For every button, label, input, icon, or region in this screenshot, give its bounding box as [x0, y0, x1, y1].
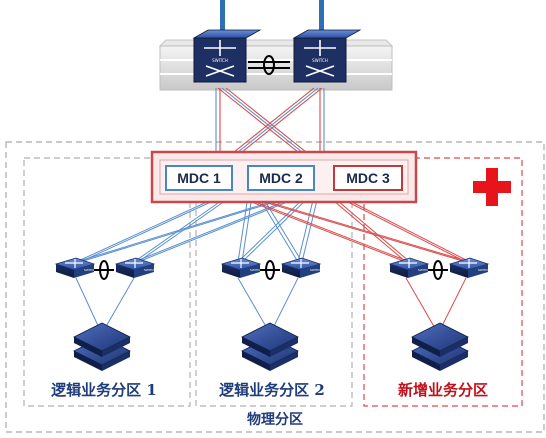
mdc-box-2 [247, 165, 315, 191]
access-switch-3b [449, 257, 491, 279]
physical-partition-frame [5, 141, 545, 433]
server-links [75, 277, 467, 331]
mdc-label-2: MDC 2 [259, 170, 303, 186]
zone-label-3: 新增业务分区 [398, 381, 488, 399]
access-switch-3a [389, 257, 431, 279]
zone-label-1: 逻辑业务分区 1 [51, 381, 157, 399]
zone-frame-3 [363, 157, 523, 407]
zone-label-2: 逻辑业务分区 2 [219, 381, 325, 399]
access-switch-1a [55, 257, 97, 279]
zone-frame-1 [23, 157, 191, 407]
mdc-label-3: MDC 3 [346, 170, 390, 186]
uplink-lines [220, 0, 324, 42]
access-links-red [235, 195, 471, 263]
server-stack-2 [241, 322, 299, 372]
mdc-box-3 [333, 165, 403, 191]
access-stack-icons [94, 260, 448, 280]
mdc-label-1: MDC 1 [177, 170, 221, 186]
server-stack-3 [411, 322, 469, 372]
access-links-blue [75, 195, 319, 263]
physical-partition-label: 物理分区 [247, 411, 303, 428]
mdc-box-1 [165, 165, 233, 191]
access-switch-2b [281, 257, 323, 279]
stack-link-icon [248, 55, 290, 75]
access-switch-1b [115, 257, 157, 279]
access-switch-2a [221, 257, 263, 279]
zone-frame-2 [195, 157, 353, 407]
server-stack-1 [73, 322, 131, 372]
add-plus-icon [473, 168, 511, 206]
